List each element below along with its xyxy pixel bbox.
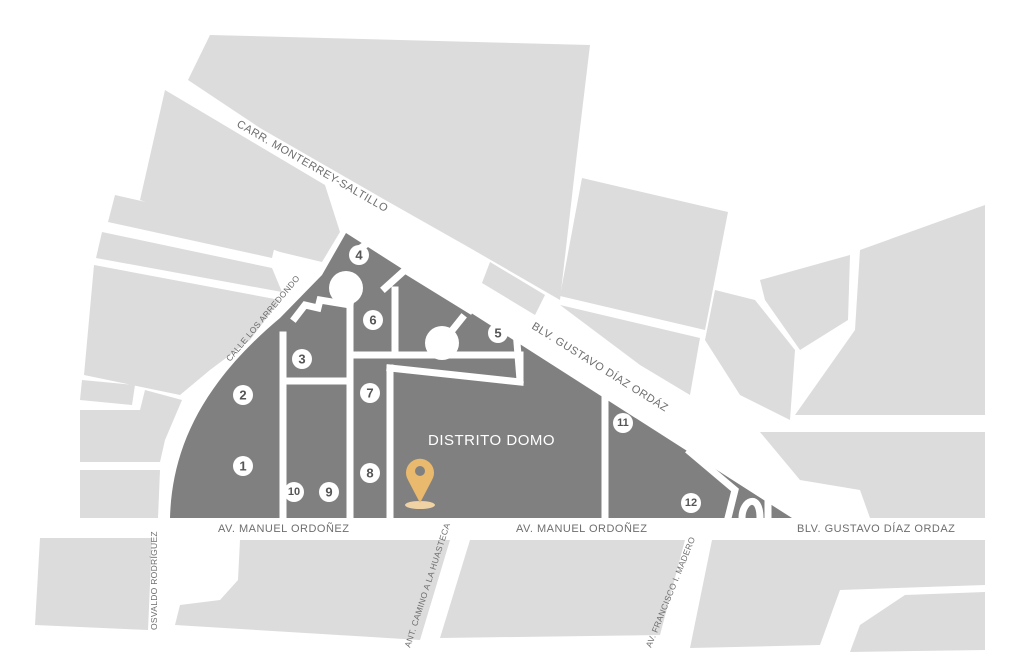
- svg-text:7: 7: [366, 386, 373, 401]
- svg-text:5: 5: [494, 326, 501, 341]
- block: [560, 305, 700, 395]
- block: [80, 470, 160, 518]
- svg-text:6: 6: [369, 313, 376, 328]
- block: [172, 540, 450, 640]
- district-blocks: [170, 233, 792, 523]
- svg-text:2: 2: [239, 388, 246, 403]
- lot-6[interactable]: 6: [363, 310, 383, 330]
- lot-3[interactable]: 3: [292, 349, 312, 369]
- svg-text:1: 1: [239, 459, 246, 474]
- svg-text:11: 11: [617, 417, 629, 429]
- surrounding-blocks: [35, 35, 985, 652]
- lot-8[interactable]: 8: [360, 463, 380, 483]
- svg-text:4: 4: [355, 248, 363, 263]
- lot-5[interactable]: 5: [488, 323, 508, 343]
- svg-text:9: 9: [325, 485, 332, 500]
- block: [705, 290, 795, 420]
- block: [850, 592, 985, 652]
- lot-2[interactable]: 2: [233, 385, 253, 405]
- block: [140, 90, 340, 262]
- block: [440, 540, 685, 638]
- lot-10[interactable]: 10: [284, 482, 304, 502]
- block: [80, 390, 182, 462]
- lot-1[interactable]: 1: [233, 456, 253, 476]
- block: [80, 380, 135, 405]
- block: [188, 35, 590, 300]
- road-label: OSVALDO RODRÍGUEZ: [149, 531, 159, 630]
- district-label: DISTRITO DOMO: [428, 432, 555, 449]
- lot-11[interactable]: 11: [613, 413, 633, 433]
- road-label: AV. MANUEL ORDOÑEZ: [516, 522, 647, 535]
- lot-7[interactable]: 7: [360, 383, 380, 403]
- road-label: AV. MANUEL ORDOÑEZ: [218, 522, 349, 535]
- svg-text:3: 3: [298, 352, 305, 367]
- block: [690, 540, 985, 648]
- block: [760, 432, 985, 518]
- lot-markers: 1 2 3 4 5 6 7 8 9 10 11 12: [233, 245, 701, 513]
- block: [35, 538, 152, 630]
- block: [795, 205, 985, 415]
- lot-9[interactable]: 9: [319, 482, 339, 502]
- lot-4[interactable]: 4: [349, 245, 369, 265]
- svg-text:12: 12: [685, 497, 697, 509]
- svg-text:8: 8: [366, 466, 373, 481]
- block: [760, 255, 850, 350]
- svg-text:10: 10: [288, 486, 300, 498]
- road-label: BLV. GUSTAVO DÍAZ ORDAZ: [797, 522, 955, 535]
- block: [482, 262, 545, 315]
- lot-12[interactable]: 12: [681, 493, 701, 513]
- block: [560, 178, 728, 330]
- block: [108, 195, 278, 258]
- location-pin-icon[interactable]: [405, 458, 435, 509]
- block: [96, 232, 282, 292]
- block: [84, 265, 280, 395]
